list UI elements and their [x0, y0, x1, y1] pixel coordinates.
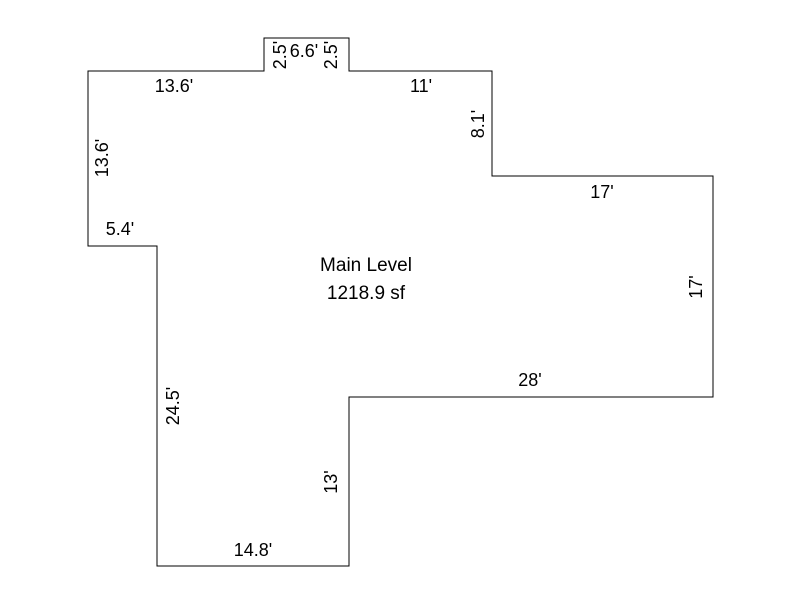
dim-top-right-wall: 11': [410, 76, 432, 96]
dim-bottom-wall: 14.8': [234, 540, 272, 560]
area-value: 1218.9 sf: [327, 283, 406, 304]
level-name: Main Level: [320, 255, 412, 276]
dim-right-wall: 17': [686, 275, 706, 298]
dim-top-left-wall: 13.6': [155, 76, 193, 96]
dim-left-step: 5.4': [106, 219, 134, 239]
dim-bump-left-side: 2.5': [270, 41, 290, 69]
dim-left-upper-wall: 13.6': [92, 139, 112, 177]
dim-bump-right-side: 2.5': [321, 41, 341, 69]
dim-bump-top: 6.6': [290, 41, 318, 61]
dim-right-wing-top: 17': [590, 182, 613, 202]
dim-right-wing-bottom: 28': [518, 370, 541, 390]
dim-inner-vertical: 13': [321, 470, 341, 493]
floor-outline: [87, 37, 714, 567]
dim-right-step-vertical: 8.1': [468, 110, 488, 138]
dim-left-lower-wall: 24.5': [163, 387, 183, 425]
